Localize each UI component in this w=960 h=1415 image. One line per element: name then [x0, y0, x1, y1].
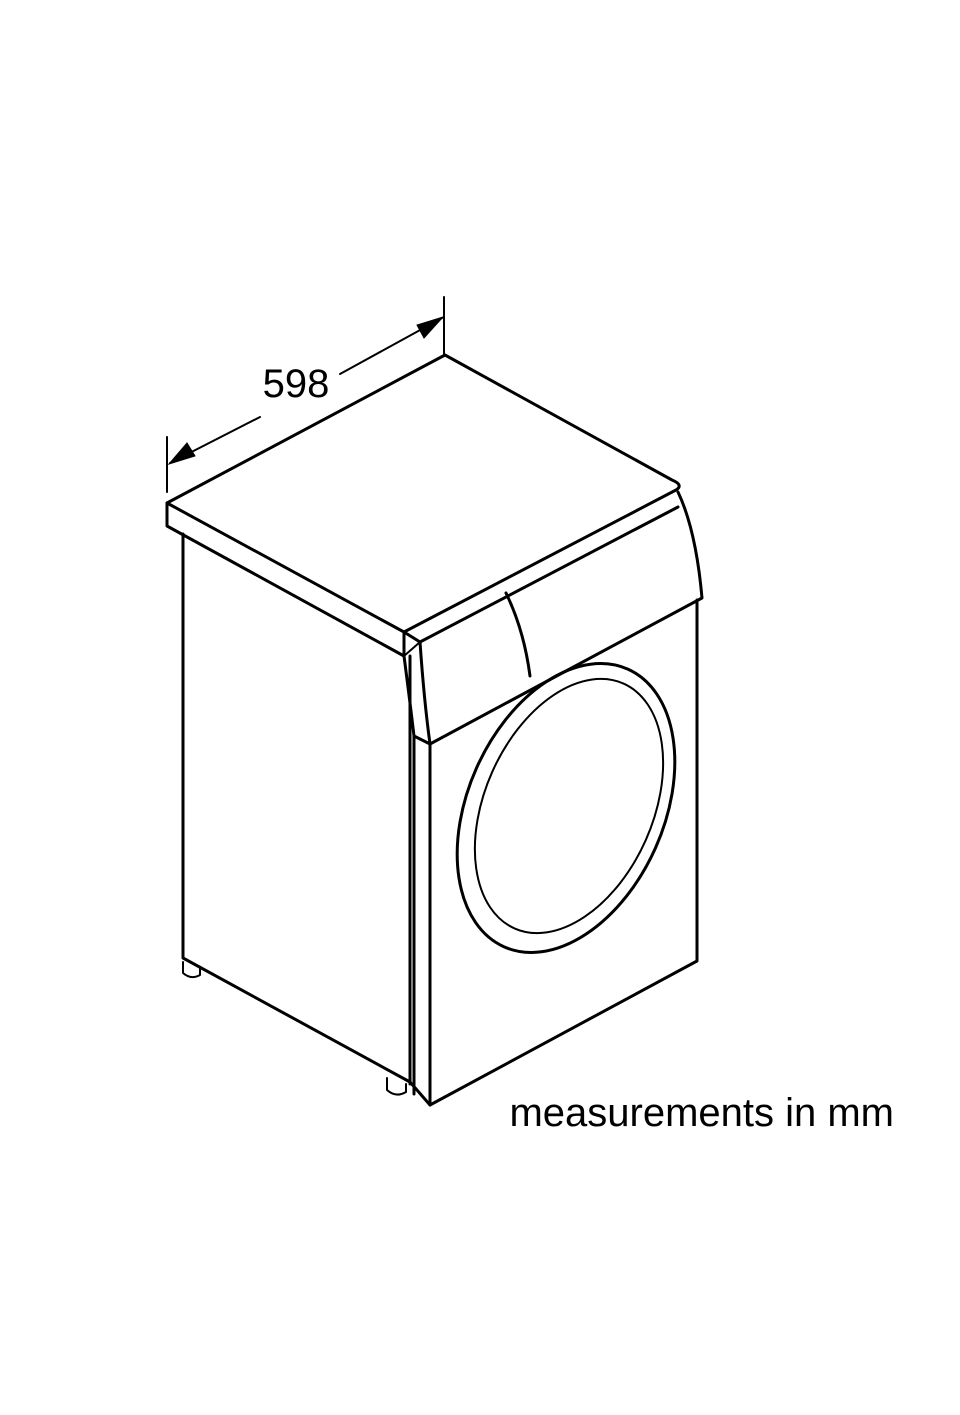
worktop-front-edge-inner [403, 641, 421, 657]
measurements-caption: measurements in mm [509, 1091, 894, 1135]
control-panel-divider [504, 591, 532, 678]
worktop-front-edge [402, 505, 680, 644]
washing-machine [165, 353, 704, 1107]
arrowhead-left-icon [167, 442, 196, 465]
front-panel [428, 598, 699, 1107]
worktop-side-edge [165, 501, 406, 658]
control-panel-fascia [418, 490, 704, 746]
bottom-edge [408, 1080, 432, 1107]
door-inner-glass [473, 677, 665, 935]
arrowhead-right-icon [416, 315, 445, 339]
foot-left-icon [182, 961, 201, 979]
width-dimension: 598 [166, 296, 445, 493]
worktop-top-surface [165, 353, 681, 634]
door-outer-ring [455, 662, 677, 954]
foot-front-icon [386, 1077, 407, 1096]
width-dimension-label: 598 [263, 362, 330, 406]
